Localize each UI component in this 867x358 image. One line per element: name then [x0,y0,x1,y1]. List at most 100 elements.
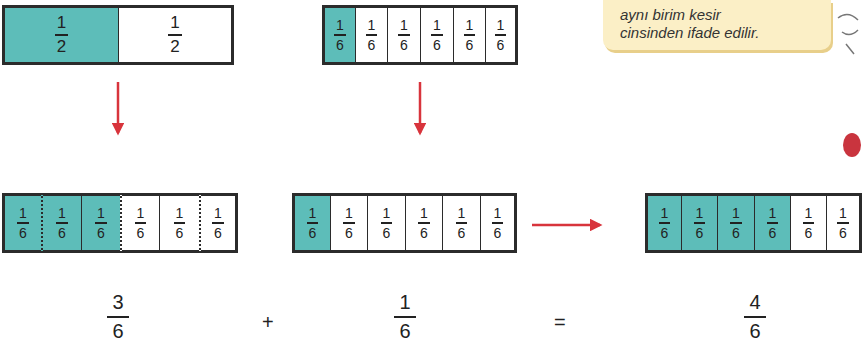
fraction-label-digit: 3 [107,292,129,313]
fraction-digit: 1 [58,206,66,221]
fraction-digit: 6 [696,226,704,241]
fraction-digit: 1 [696,206,704,221]
fraction-cell: 16 [330,193,367,253]
fraction-digit: 6 [368,38,376,53]
fraction-label-digit: 6 [744,321,766,342]
fraction-digit: 6 [433,38,441,53]
fraction-digit: 1 [57,14,66,32]
fraction-line [398,34,410,36]
fraction-cell: 16 [367,193,405,253]
fraction-digit: 1 [383,206,391,221]
fraction-digit: 1 [97,206,105,221]
fraction-line [456,222,468,224]
fraction-line [767,222,779,224]
fraction-cell: 16 [199,193,238,253]
fraction-cell: 16 [442,193,480,253]
fraction-line [659,222,671,224]
fraction-digit: 6 [345,226,353,241]
fraction-digit: 1 [494,206,502,221]
fraction-line [381,222,393,224]
fraction-digit: 2 [57,38,66,56]
fraction-digit: 1 [466,18,474,33]
fraction-cell: 16 [420,5,453,65]
fraction-digit: 1 [170,14,179,32]
fraction-digit: 1 [19,206,27,221]
fraction-label-digit: 4 [744,292,766,313]
fraction-digit: 6 [661,226,669,241]
fraction-line [837,222,849,224]
fraction-digit: 1 [309,206,317,221]
operator-sign: = [554,311,566,333]
fraction-digit: 1 [769,206,777,221]
fraction-line [730,222,742,224]
note-callout: aynı birim kesir cinsinden ifade edilir. [603,0,831,50]
fraction-digit: 1 [176,206,184,221]
fraction-cell: 12 [118,5,234,65]
down-arrow [117,82,120,133]
fraction-label: 46 [744,292,766,342]
fraction-cell: 16 [159,193,199,253]
fraction-label: 36 [107,292,129,342]
red-object [843,133,861,157]
note-text: aynı birim kesir cinsinden ifade edilir. [620,6,785,42]
fraction-label-digit: 1 [394,292,416,313]
fraction-digit: 6 [494,226,502,241]
fraction-digit: 6 [769,226,777,241]
fraction-cell: 16 [681,193,717,253]
fraction-line [135,222,147,224]
fraction-line [744,316,766,318]
fraction-digit: 6 [839,226,847,241]
fraction-digit: 6 [137,226,145,241]
fraction-cell: 16 [387,5,420,65]
fraction-digit: 6 [97,226,105,241]
fraction-cell: 16 [453,5,485,65]
fraction-digit: 1 [368,18,376,33]
character-sketch [838,14,858,54]
fraction-label-digit: 6 [394,321,416,342]
fraction-line [56,222,68,224]
fraction-line [17,222,29,224]
fraction-label-digit: 6 [107,321,129,342]
fraction-cell: 16 [120,193,159,253]
fraction-digit: 6 [497,38,505,53]
fraction-cell: 16 [826,193,862,253]
fraction-line [694,222,706,224]
fraction-cell: 16 [645,193,681,253]
fraction-digit: 6 [466,38,474,53]
fraction-digit: 1 [214,206,222,221]
fraction-digit: 6 [400,38,408,53]
fraction-cell: 16 [292,193,330,253]
fraction-line [366,34,378,36]
fraction-digit: 1 [458,206,466,221]
fraction-cell: 16 [81,193,120,253]
fraction-line [168,34,181,36]
fraction-line [55,34,68,36]
operator-label: + [262,311,274,334]
fraction-digit: 1 [400,18,408,33]
fraction-digit: 1 [839,206,847,221]
right-arrow [532,224,600,227]
fraction-line [343,222,355,224]
fraction-cell: 16 [754,193,790,253]
fraction-digit: 6 [214,226,222,241]
fraction-cell: 16 [480,193,517,253]
fraction-line [492,222,504,224]
fraction-digit: 1 [336,18,344,33]
fraction-line [495,34,507,36]
fraction-line [174,222,186,224]
fraction-line [95,222,107,224]
fraction-digit: 1 [497,18,505,33]
fraction-digit: 6 [58,226,66,241]
fraction-digit: 1 [661,206,669,221]
down-arrow [419,82,422,133]
fraction-cell: 16 [355,5,387,65]
fraction-line [334,34,346,36]
fraction-digit: 1 [805,206,813,221]
fraction-digit: 6 [420,226,428,241]
fraction-digit: 6 [309,226,317,241]
fraction-label: 16 [394,292,416,342]
fraction-digit: 1 [345,206,353,221]
fraction-digit: 1 [137,206,145,221]
fraction-line [418,222,430,224]
fraction-line [394,316,416,318]
